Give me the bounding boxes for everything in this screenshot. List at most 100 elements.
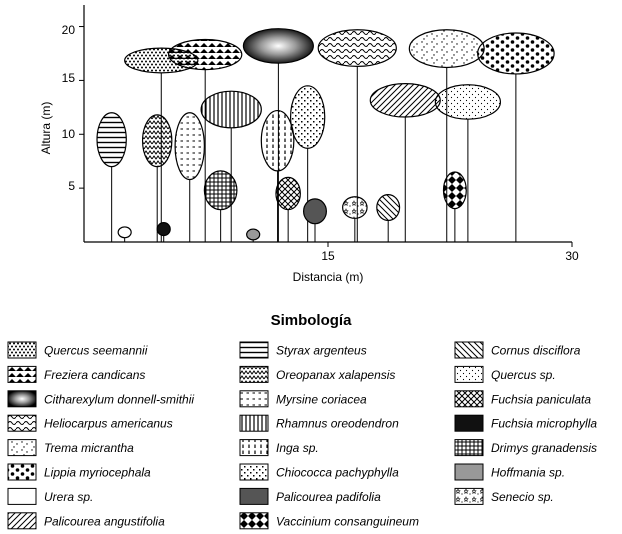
legend-swatch [454,487,484,505]
legend-label: Hoffmania sp. [491,466,565,480]
legend-item-urera: Urera sp. [7,487,93,505]
legend-swatch [7,414,37,432]
legend-swatch [7,512,37,530]
tree-crown-palicourea_angustifolia [369,83,441,118]
legend-item-senecio: Senecio sp. [454,487,554,505]
x-tick-label-30: 30 [565,249,579,263]
legend-item-trema: Trema micrantha [7,439,134,457]
legend-swatch [454,390,484,408]
legend-label: Vaccinium consanguineum [276,514,419,528]
y-tick-label-20: 20 [62,23,76,37]
legend-label: Urera sp. [44,490,93,504]
legend-swatch [454,414,484,432]
trunks [111,63,517,242]
tree-crown-myrsine [174,112,205,181]
legend-item-drimys: Drimys granadensis [454,439,597,457]
legend-swatch [7,439,37,457]
legend-item-oreopanax: Oreopanax xalapensis [239,365,395,383]
y-tick-label-15: 15 [62,71,76,85]
legend-swatch [239,390,269,408]
crowns [96,28,555,241]
legend-item-fuchsia_microphylla: Fuchsia microphylla [454,414,597,432]
legend-label: Palicourea angustifolia [44,514,165,528]
y-axis-title: Altura (m) [39,102,53,155]
tree-crown-senecio [342,196,368,219]
legend-item-freziera: Freziera candicans [7,365,145,383]
legend-label: Freziera candicans [44,368,145,382]
legend-item-citharexylum: Citharexylum donnell-smithii [7,390,194,408]
x-tick-label-15: 15 [321,249,335,263]
legend-item-quercus_seemannii: Quercus seemannii [7,341,148,359]
tree-crown-chiococca [289,85,326,149]
legend-item-chiococca: Chiococca pachyphylla [239,463,399,481]
legend-swatch [239,439,269,457]
tree-crown-drimys [203,170,238,211]
legend-swatch [454,365,484,383]
tree-crown-quercus_sp [434,84,502,120]
legend-label: Fuchsia microphylla [491,417,597,431]
tree-crown-oreopanax [141,114,173,168]
legend-swatch [454,439,484,457]
legend-swatch [7,341,37,359]
legend-item-vaccinium: Vaccinium consanguineum [239,512,419,530]
legend-item-palicourea_angustifolia: Palicourea angustifolia [7,512,165,530]
legend-swatch [239,487,269,505]
legend-label: Chiococca pachyphylla [276,466,399,480]
legend-label: Senecio sp. [491,490,554,504]
legend-swatch [239,414,269,432]
legend-label: Heliocarpus americanus [44,417,173,431]
y-tick-label-5: 5 [68,179,75,193]
legend-swatch [239,341,269,359]
legend-swatch [454,463,484,481]
tree-crown-styrax [96,112,127,168]
legend-item-palicourea_padifolia: Palicourea padifolia [239,487,381,505]
legend-item-inga: Inga sp. [239,439,319,457]
legend-swatch [454,341,484,359]
legend-item-fuchsia_paniculata: Fuchsia paniculata [454,390,591,408]
tree-crown-fuchsia_paniculata [275,176,301,211]
legend-label: Rhamnus oreodendron [276,417,399,431]
tree-crown-cornus [376,193,401,222]
tree-crown-vaccinium [442,171,467,210]
legend-swatch [239,365,269,383]
legend-label: Quercus seemannii [44,344,148,358]
legend-label: Palicourea padifolia [276,490,381,504]
legend-swatch [7,390,37,408]
legend-label: Quercus sp. [491,368,556,382]
legend-label: Fuchsia paniculata [491,392,591,406]
legend-item-lippia: Lippia myriocephala [7,463,151,481]
legend-label: Drimys granadensis [491,441,597,455]
legend-label: Inga sp. [276,441,319,455]
legend-item-myrsine: Myrsine coriacea [239,390,367,408]
tree-crown-trema [408,29,485,69]
legend-label: Trema micrantha [44,441,134,455]
tree-crown-fuchsia_microphylla [156,222,171,237]
y-tick-label-10: 10 [62,127,76,141]
tree-crown-urera [117,226,132,239]
legend-item-rhamnus: Rhamnus oreodendron [239,414,399,432]
legend-swatch [7,487,37,505]
profile-chart: 5 10 15 20 15 30 Distancia (m) Altura (m… [39,5,579,284]
legend-item-hoffmania: Hoffmania sp. [454,463,565,481]
tree-crown-palicourea_padifolia [303,198,327,225]
legend-label: Cornus disciflora [491,344,581,358]
legend-item-quercus_sp: Quercus sp. [454,365,556,383]
legend-item-styrax: Styrax argenteus [239,341,367,359]
tree-crown-rhamnus [200,90,262,129]
legend-swatch [239,512,269,530]
legend-label: Oreopanax xalapensis [276,368,395,382]
legend-label: Styrax argenteus [276,344,367,358]
x-axis-title: Distancia (m) [293,270,364,284]
legend-item-heliocarpus: Heliocarpus americanus [7,414,173,432]
tree-crown-hoffmania [246,228,261,241]
tree-crown-inga [260,109,295,172]
legend-label: Lippia myriocephala [44,466,151,480]
tree-crown-heliocarpus [317,29,397,68]
legend-title: Simbología [271,312,352,329]
tree-crown-freziera [167,38,243,71]
tree-crown-lippia [477,32,555,75]
tree-crown-citharexylum [242,28,314,64]
legend-swatch [7,463,37,481]
